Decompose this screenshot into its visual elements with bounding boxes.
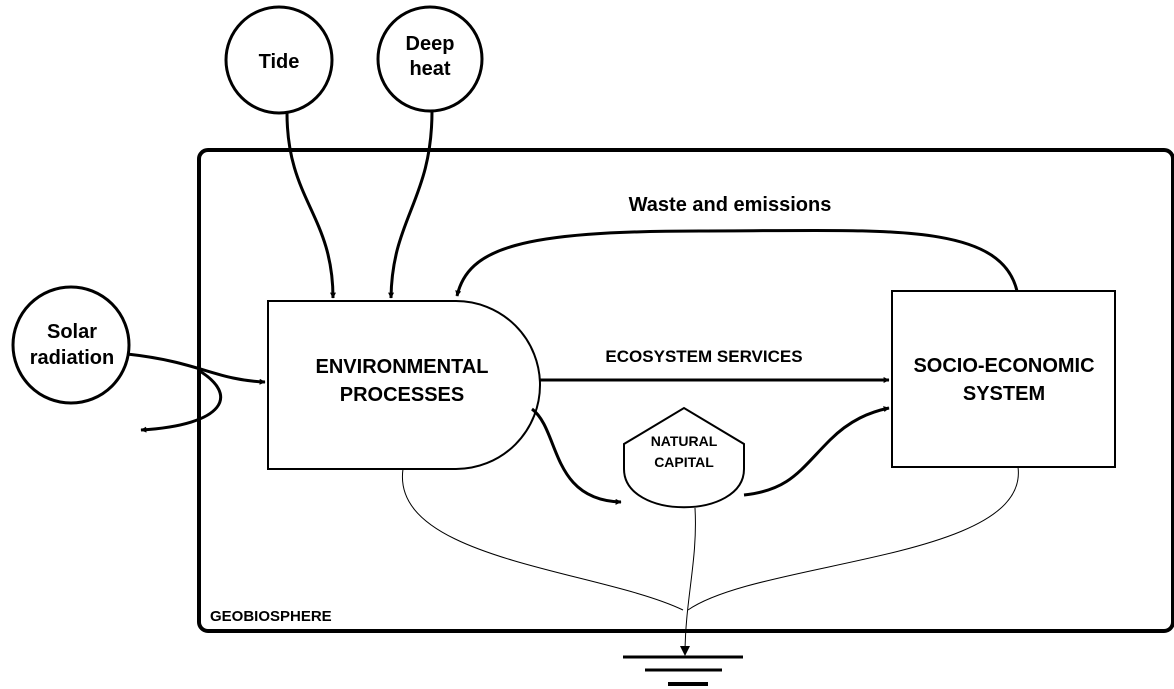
deep-heat-label: heat [409,58,450,80]
tide-source-circle [224,5,334,115]
socio-economic-system-node [891,290,1116,468]
solar-radiation-label: radiation [30,347,114,369]
environmental-to-natural-capital-arrow [531,407,622,505]
heat-sink-icon [623,655,743,686]
waste-emissions-arrow [455,228,1019,297]
tide-flow-arrow [285,112,336,299]
socio-economic-system-label: SYSTEM [963,383,1045,405]
natural-capital-label: CAPITAL [654,454,714,470]
deep-heat-flow-arrow [388,110,434,299]
deep-heat-source-circle [376,5,484,113]
natural-capital-to-socio-economic-arrow [743,406,890,497]
solar-radiation-source-circle [11,285,131,405]
solar-radiation-label: Solar [47,321,97,343]
environmental-processes-label: PROCESSES [340,384,464,406]
deep-heat-label: Deep [406,33,455,55]
tide-label: Tide [259,51,300,73]
solar-radiation-flow-arrow [126,352,266,385]
geobiosphere-label: GEOBIOSPHERE [210,608,332,625]
solar-reflection-arrow [140,368,222,433]
natural-capital-heat-sink-flow [680,507,696,656]
environmental-heat-sink-flow [402,468,684,611]
environmental-processes-node [267,300,541,470]
socio-economic-heat-sink-flow [687,466,1019,611]
natural-capital-label: NATURAL [651,433,718,449]
socio-economic-system-label: SOCIO-ECONOMIC [913,355,1094,377]
environmental-processes-label: ENVIRONMENTAL [316,356,489,378]
waste-emissions-label: Waste and emissions [629,194,832,216]
ecosystem-services-label: ECOSYSTEM SERVICES [605,347,802,366]
natural-capital-node [623,406,745,509]
